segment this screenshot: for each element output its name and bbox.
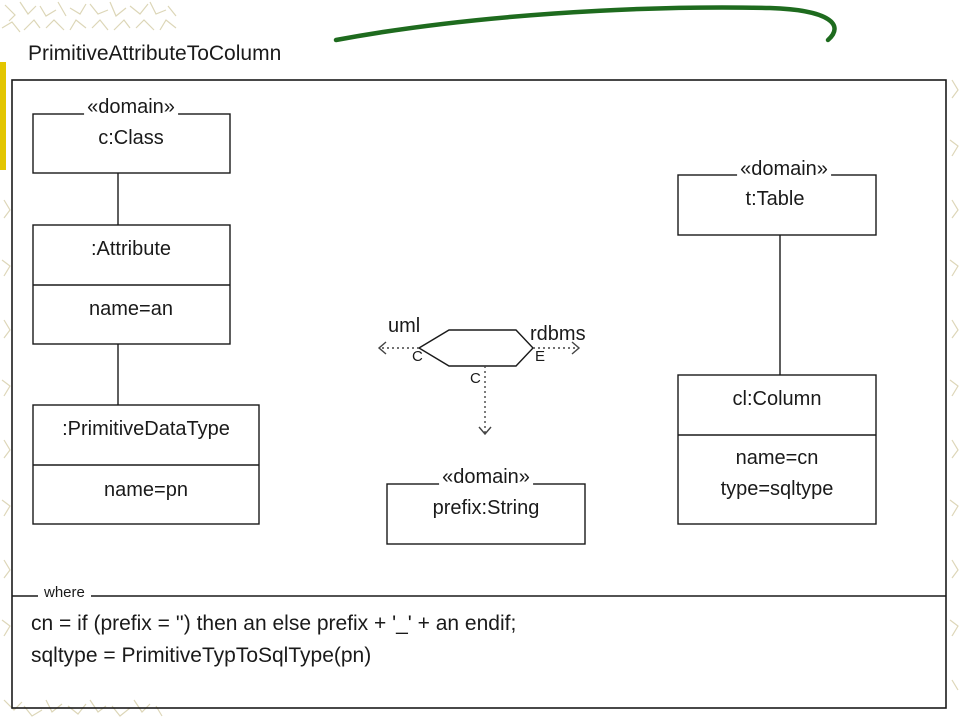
- relation-hexagon: [417, 329, 534, 367]
- relation-right-label: rdbms: [530, 323, 586, 345]
- where-label: where: [38, 585, 91, 600]
- diagram-frame: [11, 79, 947, 709]
- rdbms-arrowhead: [571, 341, 581, 355]
- column-property-type: type=sqltype: [720, 478, 834, 500]
- template-gold-accent: [0, 62, 6, 170]
- diagram-title: PrimitiveAttributeToColumn: [28, 42, 282, 65]
- template-swoosh: [333, 5, 837, 43]
- attribute-property: name=an: [89, 298, 173, 320]
- table-stereotype: «domain»: [737, 159, 831, 179]
- datatype-property: name=pn: [104, 479, 188, 501]
- prefix-box-label: prefix:String: [432, 497, 540, 519]
- column-property-name: name=cn: [735, 447, 819, 469]
- prefix-stereotype: «domain»: [439, 467, 533, 487]
- column-box: [677, 374, 877, 525]
- datatype-box-label: :PrimitiveDataType: [62, 418, 230, 440]
- relation-left-marker: C: [412, 348, 423, 365]
- class-box: [32, 113, 231, 174]
- column-box-label: cl:Column: [732, 388, 822, 410]
- relation-bottom-marker: C: [470, 370, 481, 387]
- where-line-1: cn = if (prefix = '') then an else prefi…: [31, 612, 517, 635]
- prefix-arrowhead: [478, 426, 492, 436]
- class-stereotype: «domain»: [84, 97, 178, 117]
- where-line-2: sqltype = PrimitiveTypToSqlType(pn): [31, 644, 372, 667]
- uml-arrowhead: [377, 341, 387, 355]
- relation-right-marker: E: [535, 348, 546, 365]
- table-box-label: t:Table: [745, 188, 805, 210]
- prefix-box: [386, 483, 586, 545]
- attribute-box-label: :Attribute: [90, 238, 172, 260]
- relation-left-label: uml: [388, 315, 421, 337]
- class-box-label: c:Class: [98, 127, 164, 149]
